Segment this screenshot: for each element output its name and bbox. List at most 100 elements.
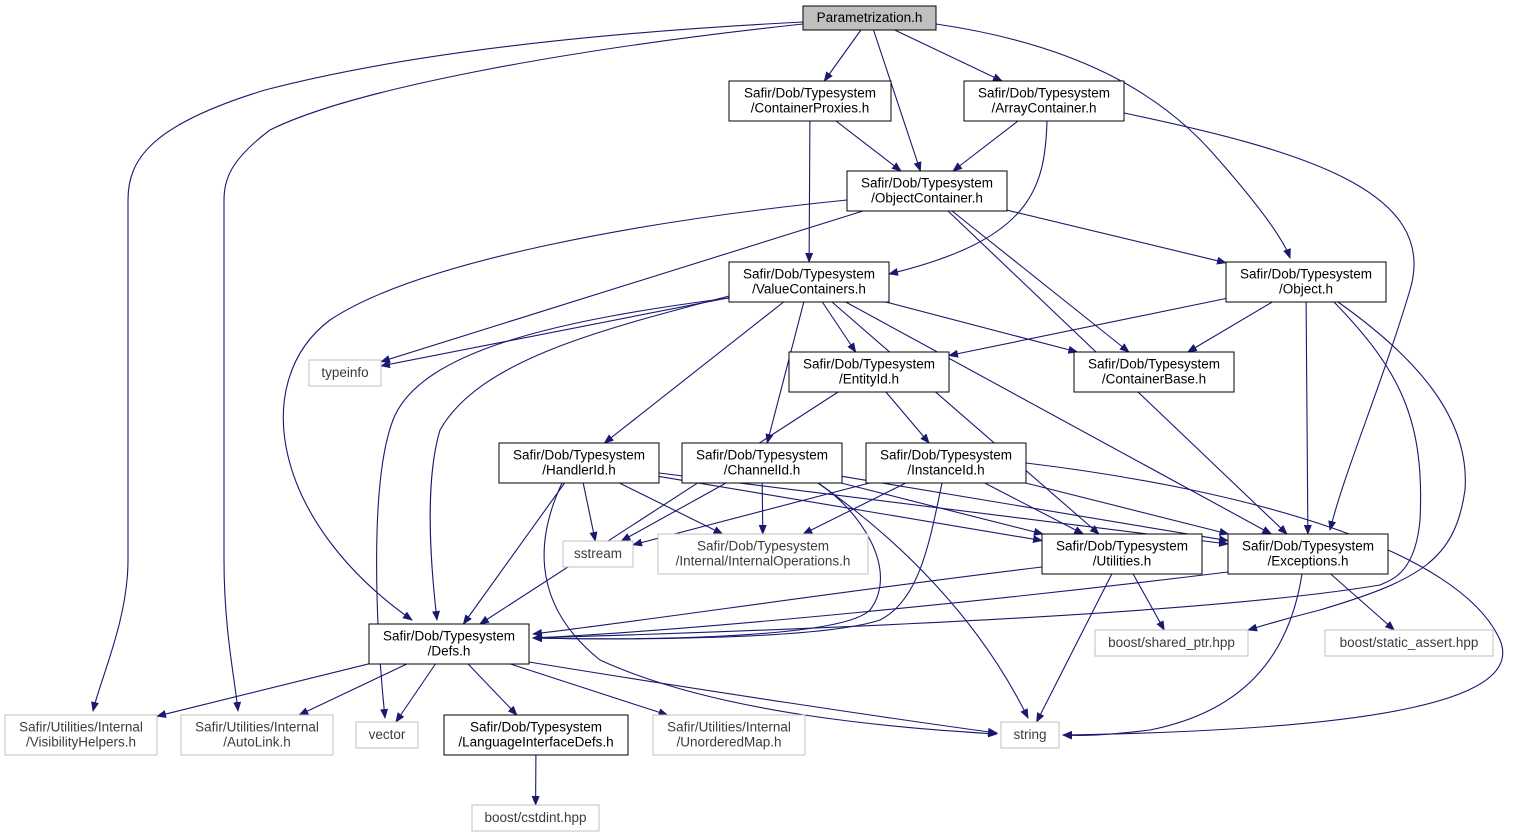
edge-layer: [91, 21, 1504, 806]
edge-instanceid-to-defs: [532, 482, 943, 643]
edge-parametrization-to-object: [935, 23, 1291, 259]
node-instanceid[interactable]: Safir/Dob/Typesystem/InstanceId.h: [865, 442, 1027, 484]
node-box-unorderedmap: [652, 714, 806, 756]
edge-exceptions-to-string: [1062, 573, 1303, 740]
node-label-handlerid-line-0: Safir/Dob/Typesystem: [513, 448, 645, 463]
edge-entityid-to-defs: [479, 391, 839, 625]
node-sstream: sstream: [562, 540, 634, 568]
node-label-unorderedmap-line-0: Safir/Utilities/Internal: [667, 720, 791, 735]
node-box-cstdint: [471, 804, 600, 832]
node-box-typeinfo: [308, 359, 382, 387]
node-langiface[interactable]: Safir/Dob/Typesystem/LanguageInterfaceDe…: [443, 714, 629, 756]
node-box-handlerid: [498, 442, 660, 484]
node-exceptions[interactable]: Safir/Dob/Typesystem/Exceptions.h: [1227, 533, 1389, 575]
node-label-internalops-line-0: Safir/Dob/Typesystem: [697, 539, 829, 554]
node-entityid[interactable]: Safir/Dob/Typesystem/EntityId.h: [788, 351, 950, 393]
node-channelid[interactable]: Safir/Dob/Typesystem/ChannelId.h: [681, 442, 843, 484]
node-label-channelid-line-1: /ChannelId.h: [724, 463, 801, 478]
edge-instanceid-to-exceptions: [1025, 482, 1230, 536]
node-sharedptr: boost/shared_ptr.hpp: [1094, 629, 1249, 657]
node-containerbase[interactable]: Safir/Dob/Typesystem/ContainerBase.h: [1073, 351, 1235, 393]
edge-object-to-exceptions: [1303, 301, 1312, 535]
node-label-autolink-line-1: /AutoLink.h: [223, 735, 291, 750]
edge-handlerid-to-defs: [462, 482, 566, 625]
edge-parametrization-to-objectcontainer: [872, 29, 922, 172]
node-label-handlerid-line-1: /HandlerId.h: [542, 463, 616, 478]
node-label-visibility-line-1: /VisibilityHelpers.h: [26, 735, 136, 750]
node-visibility: Safir/Utilities/Internal/VisibilityHelpe…: [4, 714, 158, 756]
edge-defs-to-unorderedmap: [510, 663, 669, 717]
edge-exceptions-to-staticassert: [1330, 573, 1395, 631]
node-utilities[interactable]: Safir/Dob/Typesystem/Utilities.h: [1041, 533, 1203, 575]
node-containerproxies[interactable]: Safir/Dob/Typesystem/ContainerProxies.h: [728, 80, 892, 122]
edge-objectcontainer-to-containerbase: [951, 210, 1130, 353]
node-box-visibility: [4, 714, 158, 756]
edge-valuecontainers-to-vector: [376, 297, 730, 719]
edge-channelid-to-internalops: [758, 482, 767, 535]
edge-valuecontainers-to-utilities: [831, 301, 1100, 535]
node-label-staticassert-line-0: boost/static_assert.hpp: [1340, 635, 1479, 650]
node-label-containerproxies-line-0: Safir/Dob/Typesystem: [744, 86, 876, 101]
node-label-exceptions-line-1: /Exceptions.h: [1267, 554, 1348, 569]
node-objectcontainer[interactable]: Safir/Dob/Typesystem/ObjectContainer.h: [846, 170, 1008, 212]
node-box-langiface: [443, 714, 629, 756]
node-parametrization[interactable]: Parametrization.h: [802, 5, 937, 31]
node-label-string-line-0: string: [1013, 727, 1046, 742]
node-autolink: Safir/Utilities/Internal/AutoLink.h: [180, 714, 334, 756]
node-label-arraycontainer-line-1: /ArrayContainer.h: [991, 101, 1096, 116]
node-label-typeinfo-line-0: typeinfo: [321, 365, 368, 380]
node-staticassert: boost/static_assert.hpp: [1324, 629, 1494, 657]
edge-objectcontainer-to-defs: [282, 199, 848, 621]
node-label-langiface-line-1: /LanguageInterfaceDefs.h: [458, 735, 613, 750]
node-box-sharedptr: [1094, 629, 1249, 657]
node-handlerid[interactable]: Safir/Dob/Typesystem/HandlerId.h: [498, 442, 660, 484]
node-box-entityid: [788, 351, 950, 393]
node-box-containerbase: [1073, 351, 1235, 393]
edge-defs-to-autolink: [298, 663, 408, 716]
edge-valuecontainers-to-exceptions: [845, 301, 1273, 535]
edge-valuecontainers-to-typeinfo: [380, 297, 730, 369]
edge-instanceid-to-utilities: [984, 482, 1085, 535]
node-label-vector-line-0: vector: [369, 727, 406, 742]
edge-entityid-to-instanceid: [885, 391, 930, 444]
node-label-object-line-1: /Object.h: [1279, 282, 1333, 297]
node-box-defs: [368, 623, 530, 665]
node-label-defs-line-0: Safir/Dob/Typesystem: [383, 629, 515, 644]
node-label-unorderedmap-line-1: /UnorderedMap.h: [676, 735, 781, 750]
node-valuecontainers[interactable]: Safir/Dob/Typesystem/ValueContainers.h: [728, 261, 890, 303]
edge-parametrization-to-containerproxies: [823, 29, 862, 82]
edge-parametrization-to-visibility: [91, 21, 804, 712]
edge-object-to-containerbase: [1186, 301, 1273, 353]
node-box-valuecontainers: [728, 261, 890, 303]
node-label-sstream-line-0: sstream: [574, 546, 622, 561]
edge-parametrization-to-autolink: [223, 23, 804, 712]
node-box-vector: [355, 721, 419, 749]
node-defs[interactable]: Safir/Dob/Typesystem/Defs.h: [368, 623, 530, 665]
edge-defs-to-string: [528, 661, 998, 736]
node-label-valuecontainers-line-1: /ValueContainers.h: [752, 282, 866, 297]
node-label-utilities-line-0: Safir/Dob/Typesystem: [1056, 539, 1188, 554]
node-box-autolink: [180, 714, 334, 756]
edge-handlerid-to-utilities: [658, 475, 1043, 544]
node-label-parametrization-line-0: Parametrization.h: [817, 10, 923, 25]
node-label-internalops-line-1: /Internal/InternalOperations.h: [676, 554, 851, 569]
edge-utilities-to-sharedptr: [1132, 573, 1165, 631]
edge-valuecontainers-to-defs: [429, 295, 730, 621]
node-label-entityid-line-1: /EntityId.h: [839, 372, 899, 387]
node-label-containerbase-line-0: Safir/Dob/Typesystem: [1088, 357, 1220, 372]
node-label-exceptions-line-0: Safir/Dob/Typesystem: [1242, 539, 1374, 554]
node-box-internalops: [657, 533, 869, 575]
node-box-string: [1000, 721, 1060, 749]
node-label-sharedptr-line-0: boost/shared_ptr.hpp: [1108, 635, 1235, 650]
node-label-instanceid-line-1: /InstanceId.h: [907, 463, 984, 478]
edge-defs-to-langiface: [467, 663, 518, 716]
node-box-utilities: [1041, 533, 1203, 575]
node-arraycontainer[interactable]: Safir/Dob/Typesystem/ArrayContainer.h: [963, 80, 1125, 122]
node-object[interactable]: Safir/Dob/Typesystem/Object.h: [1225, 261, 1387, 303]
node-label-instanceid-line-0: Safir/Dob/Typesystem: [880, 448, 1012, 463]
node-label-visibility-line-0: Safir/Utilities/Internal: [19, 720, 143, 735]
node-box-containerproxies: [728, 80, 892, 122]
edge-utilities-to-string: [1036, 573, 1113, 723]
edge-defs-to-visibility: [156, 663, 370, 718]
edge-channelid-to-string: [817, 482, 1029, 719]
